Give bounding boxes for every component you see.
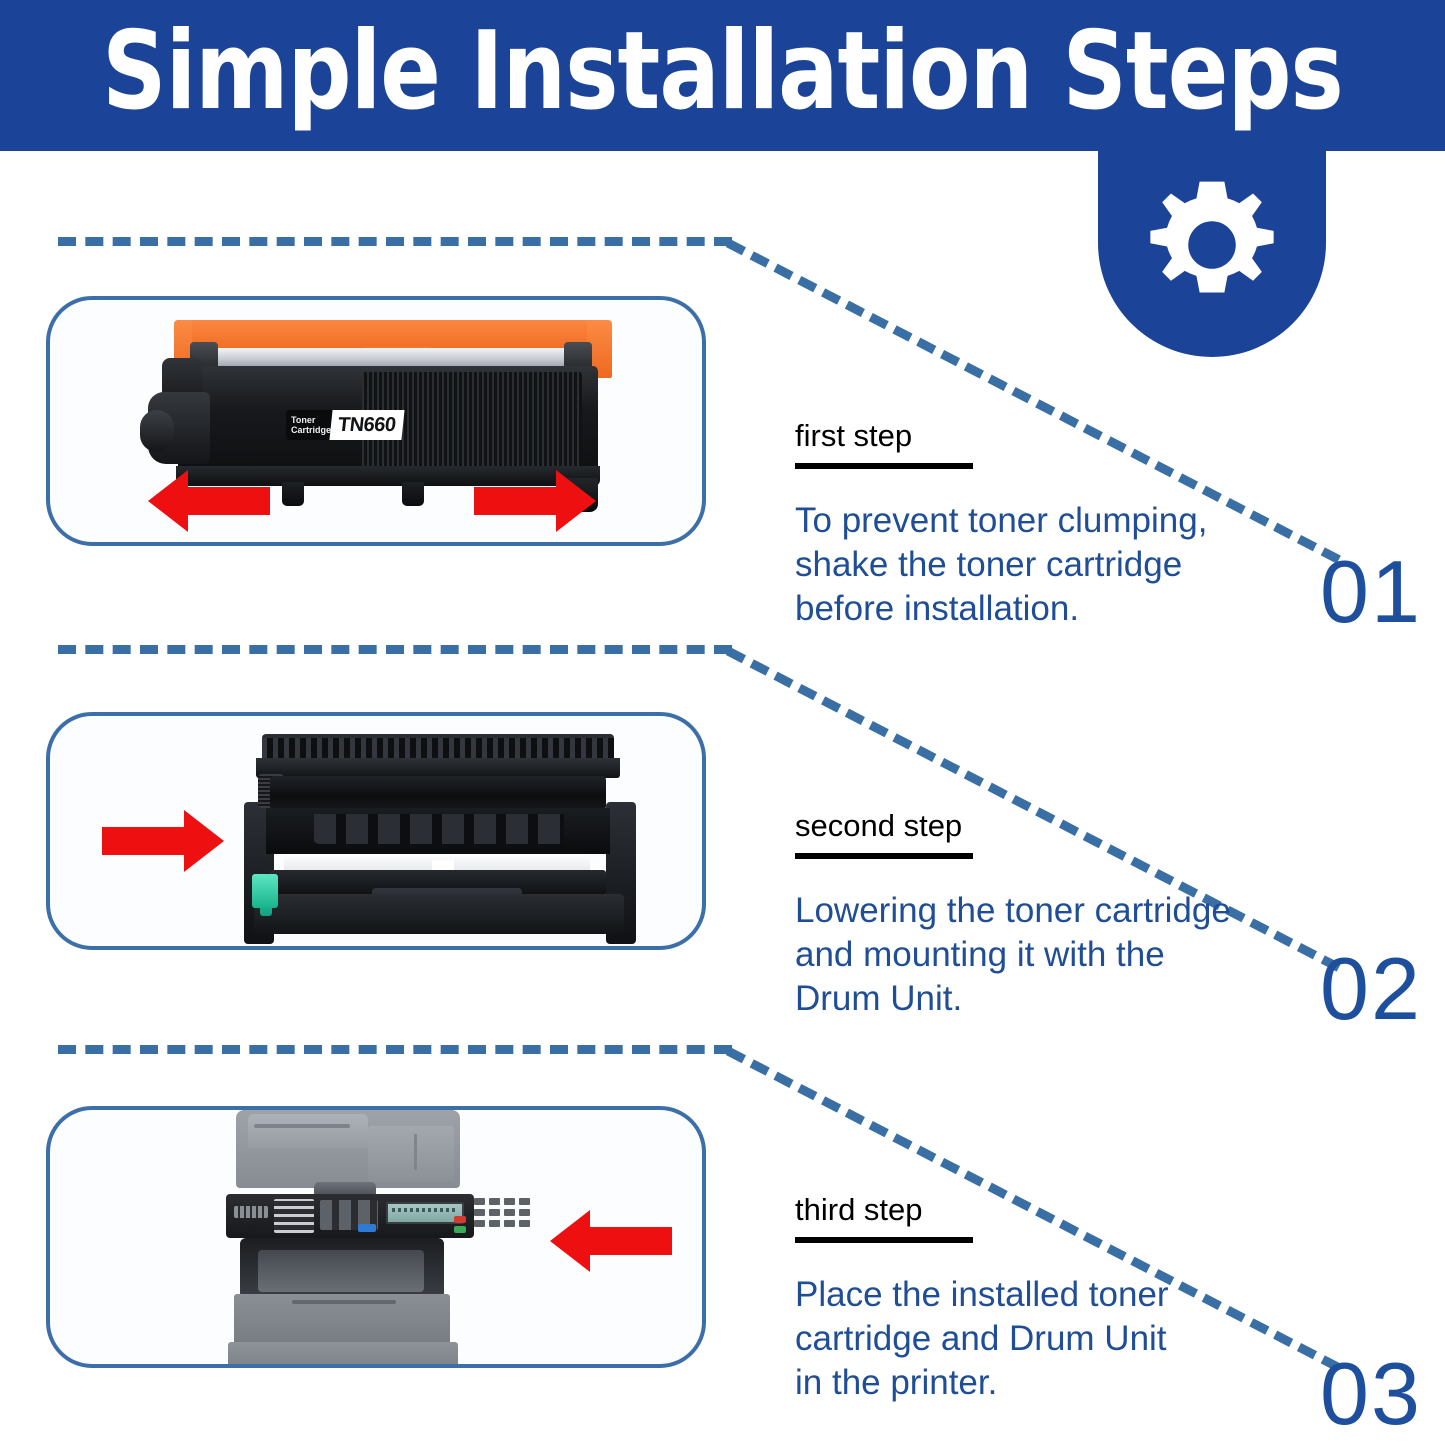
toner-foot-rail <box>176 466 600 486</box>
step-2-illustration-card <box>46 712 706 950</box>
step-3-text-block: third step Place the installed toner car… <box>795 1192 1265 1405</box>
step-3-body: Place the installed toner cartridge and … <box>795 1275 1169 1402</box>
toner-left-knob <box>140 410 174 452</box>
step-1-number: 01 <box>1320 542 1422 641</box>
drum-unit-image <box>240 728 640 944</box>
arrow-right-icon <box>474 470 596 532</box>
printer-base <box>228 1342 458 1364</box>
printer-go-button <box>454 1226 466 1233</box>
drum-inner-teeth <box>314 814 564 844</box>
printer-keypad <box>474 1198 530 1227</box>
step-1-text-block: first step To prevent toner clumping, sh… <box>795 418 1265 631</box>
printer-lid-handle <box>314 1182 376 1196</box>
gear-badge <box>1098 151 1326 357</box>
step-2-title-rule <box>795 853 973 859</box>
step-1-body: To prevent toner clumping, shake the ton… <box>795 501 1208 628</box>
arrow-left-icon <box>550 1210 672 1272</box>
header-banner: Simple Installation Steps <box>0 0 1445 151</box>
step-2-title: second step <box>795 808 963 843</box>
printer-scanner-right <box>368 1126 454 1182</box>
printer-led-indicators <box>274 1199 314 1233</box>
step-2-number: 02 <box>1320 939 1422 1038</box>
step-3-illustration-card <box>46 1106 706 1368</box>
connector-line-2-horizontal <box>58 645 732 654</box>
page-title: Simple Installation Steps <box>102 9 1344 134</box>
step-3-title: third step <box>795 1192 923 1227</box>
toner-seal-strip <box>200 348 582 368</box>
step-1-title-rule <box>795 463 973 469</box>
toner-handle-bar <box>192 320 587 348</box>
step-3-number: 03 <box>1320 1344 1422 1443</box>
printer-lcd-display <box>386 1202 464 1224</box>
drum-top-bar <box>256 758 620 778</box>
printer-stop-button <box>454 1216 466 1223</box>
printer-scanner-seam <box>414 1134 417 1170</box>
connector-line-3-horizontal <box>58 1045 732 1054</box>
drum-roller <box>270 776 606 810</box>
step-3-title-rule <box>795 1237 973 1243</box>
connector-line-1-horizontal <box>58 237 732 246</box>
drum-base <box>254 894 624 934</box>
printer-brand-mark <box>234 1206 268 1218</box>
gear-icon <box>1150 181 1274 293</box>
drum-green-lever <box>252 874 278 908</box>
toner-leg <box>402 482 424 506</box>
printer-start-button <box>358 1224 376 1232</box>
printer-lcd-text <box>392 1208 456 1212</box>
arrow-left-icon <box>148 470 270 532</box>
printer-image <box>218 1110 530 1364</box>
step-1-title: first step <box>795 418 913 453</box>
printer-adf-lid <box>248 1114 368 1148</box>
printer-output-tray-inner <box>258 1250 424 1292</box>
printer-adf-slot <box>254 1124 350 1128</box>
toner-leg <box>282 482 304 506</box>
toner-model-number: TN660 <box>329 410 405 440</box>
arrow-right-icon <box>102 810 224 872</box>
printer-paper-tray-handle <box>292 1300 396 1304</box>
drum-top-comb <box>262 734 614 760</box>
step-2-body: Lowering the toner cartridge and mountin… <box>795 891 1231 1018</box>
step-2-text-block: second step Lowering the toner cartridge… <box>795 808 1265 1021</box>
